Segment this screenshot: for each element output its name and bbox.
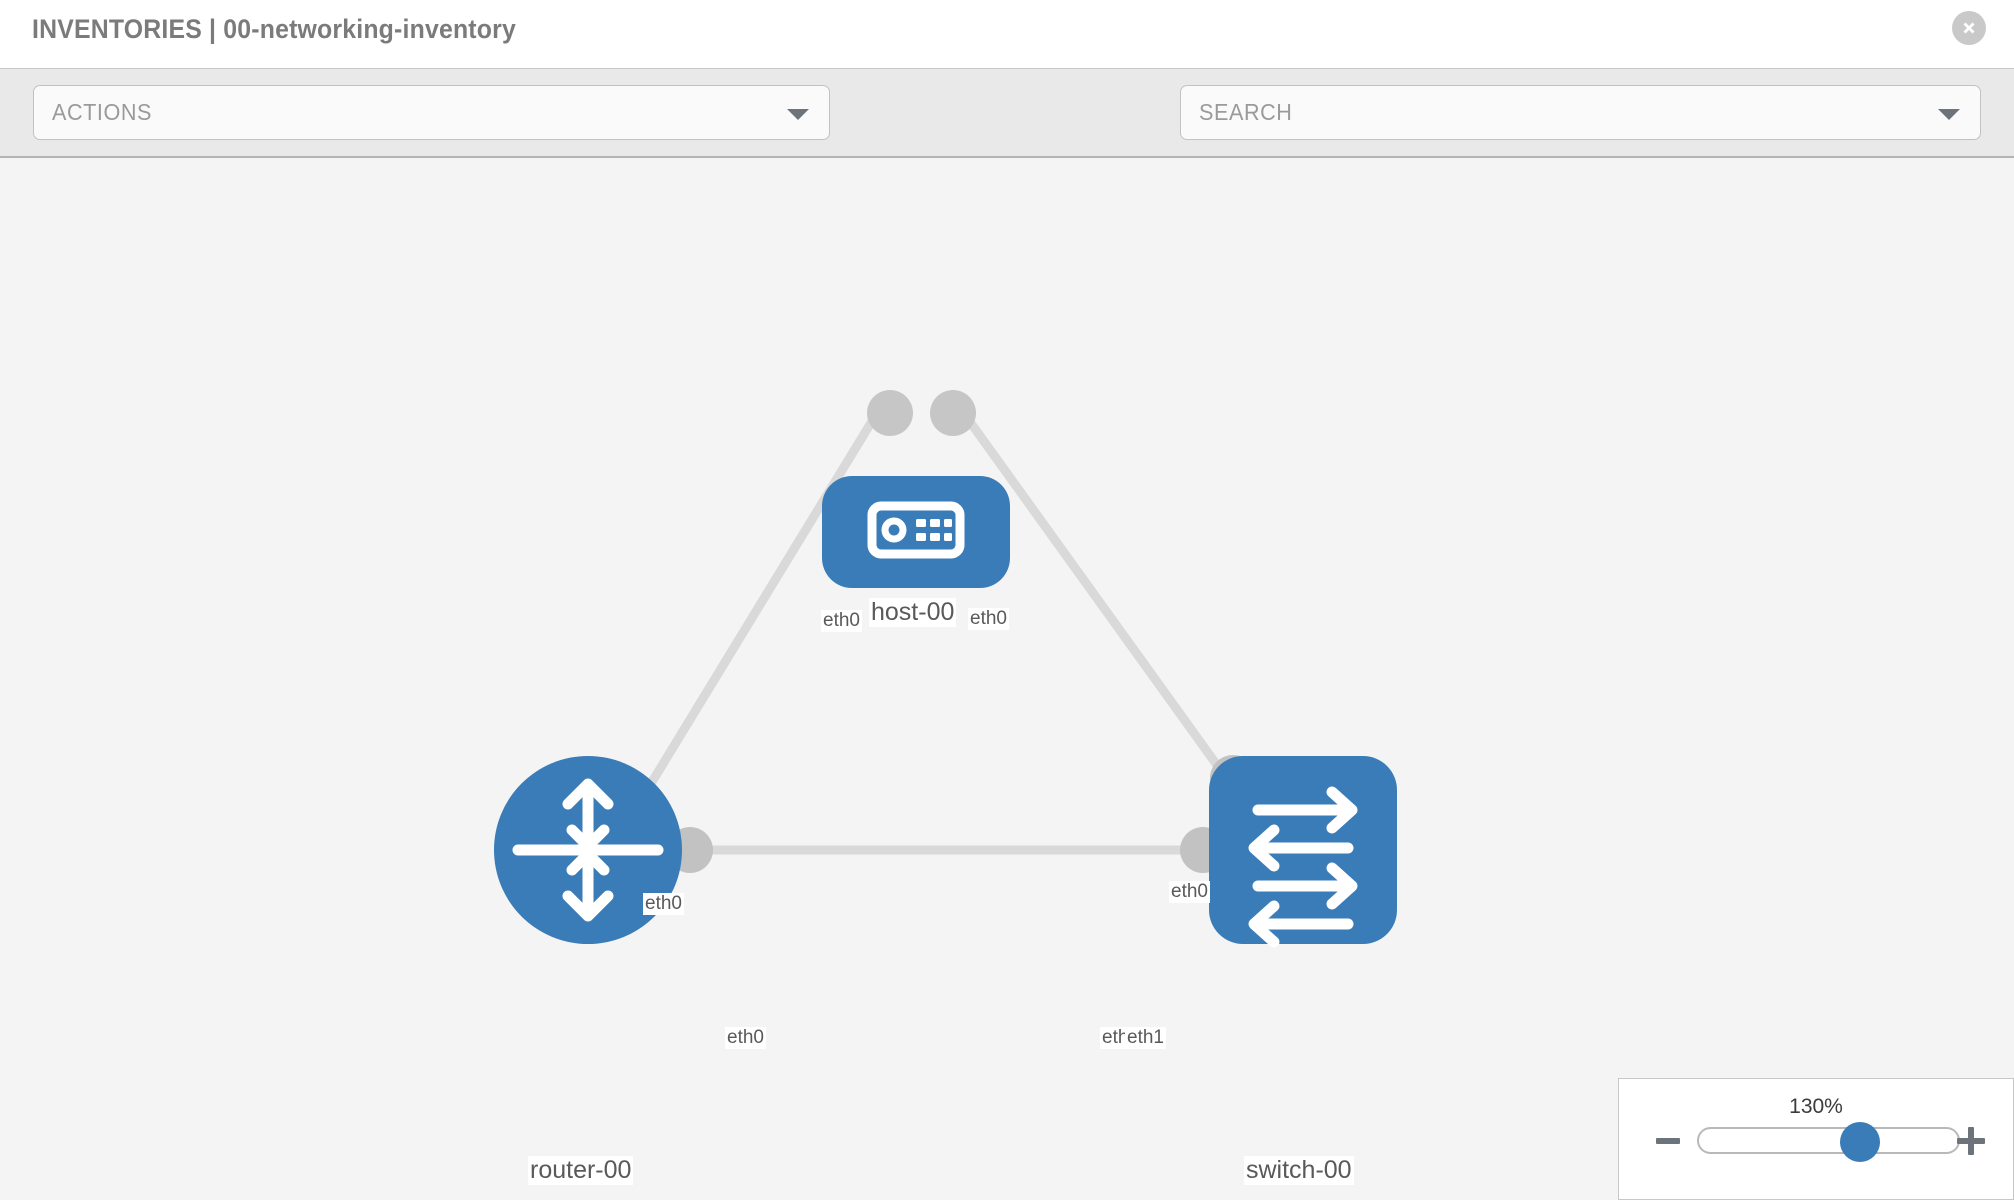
link-layer bbox=[626, 405, 1259, 855]
zoom-control-panel: 130% bbox=[1618, 1078, 2014, 1200]
iface-label-switch-left: eth1 bbox=[1125, 1027, 1166, 1049]
topology-svg bbox=[494, 390, 1397, 948]
zoom-slider-thumb[interactable] bbox=[1839, 1122, 1880, 1162]
chevron-down-icon bbox=[787, 109, 809, 120]
nub-host-right bbox=[930, 390, 976, 436]
router-arrows-icon bbox=[512, 778, 664, 922]
iface-label-host-right: eth0 bbox=[968, 608, 1009, 630]
nub-host-left bbox=[867, 390, 913, 436]
toolbar: ACTIONS SEARCH bbox=[0, 68, 2014, 202]
actions-dropdown-label: ACTIONS bbox=[52, 99, 153, 125]
zoom-in-button[interactable] bbox=[1957, 1127, 1985, 1155]
page-title: INVENTORIES | 00-networking-inventory bbox=[32, 14, 516, 44]
actions-dropdown[interactable]: ACTIONS bbox=[33, 85, 830, 140]
node-router-00[interactable] bbox=[494, 756, 682, 944]
iface-label-host-left: eth0 bbox=[821, 610, 862, 632]
node-label-host: host-00 bbox=[869, 598, 957, 627]
link-host-switch bbox=[956, 405, 1259, 821]
server-icon bbox=[867, 501, 965, 559]
node-label-router: router-00 bbox=[528, 1156, 634, 1185]
iface-label-switch-up: eth0 bbox=[1169, 881, 1210, 903]
zoom-out-button[interactable] bbox=[1656, 1138, 1680, 1144]
zoom-level-value: 130% bbox=[1789, 1095, 1843, 1118]
search-input[interactable]: SEARCH bbox=[1180, 85, 1981, 140]
page-header: INVENTORIES | 00-networking-inventory bbox=[0, 0, 2014, 68]
chevron-down-icon[interactable] bbox=[1938, 109, 1960, 120]
node-switch-00[interactable] bbox=[1209, 756, 1397, 948]
switch-arrows-icon bbox=[1248, 786, 1358, 948]
iface-label-router-up: eth0 bbox=[643, 893, 684, 915]
search-placeholder: SEARCH bbox=[1199, 99, 1293, 125]
link-host-router bbox=[626, 405, 884, 821]
close-icon[interactable] bbox=[1952, 11, 1986, 45]
iface-label-router-right: eth0 bbox=[725, 1027, 766, 1049]
topology-canvas[interactable]: host-00 router-00 switch-00 eth0 eth0 et… bbox=[0, 158, 2014, 1200]
zoom-slider[interactable] bbox=[1697, 1122, 1960, 1162]
node-label-switch: switch-00 bbox=[1244, 1156, 1354, 1185]
iface-label-switch-left-overlap: eth bbox=[1100, 1027, 1131, 1049]
interface-nub-layer bbox=[667, 390, 1256, 873]
node-host-00[interactable] bbox=[822, 476, 1010, 588]
